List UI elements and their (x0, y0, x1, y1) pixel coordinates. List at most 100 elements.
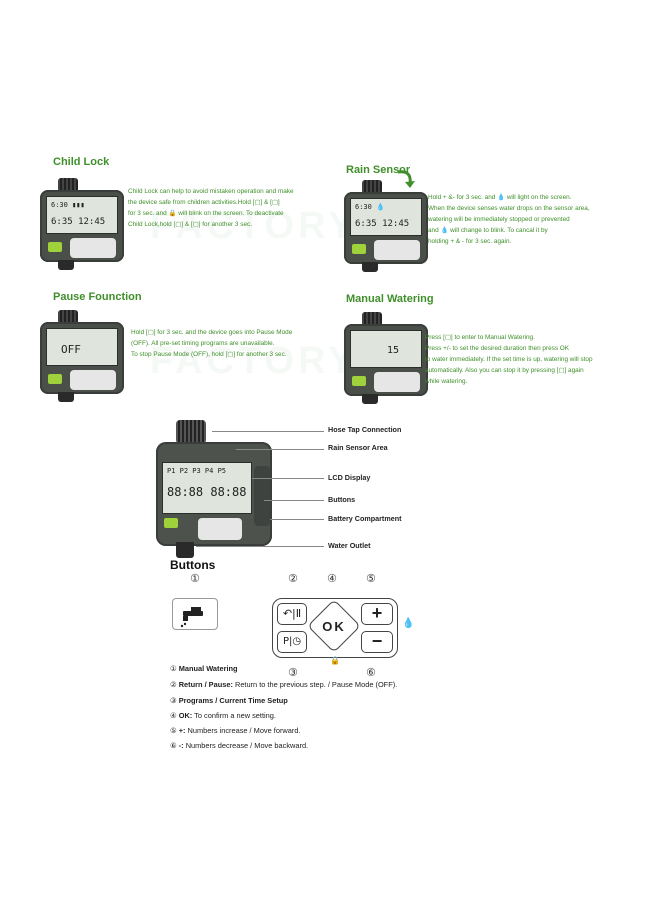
device-child-lock: 6:30 ▮▮▮ 6:35 12:45 (40, 178, 124, 270)
hose-tap (176, 420, 206, 444)
text-line: watering will be immediately stopped or … (428, 216, 570, 223)
hose-tap (58, 178, 78, 192)
lcd-manual-text: 15 (387, 345, 400, 356)
programs-time-button[interactable]: P|◷ (277, 631, 307, 653)
button-panel[interactable] (70, 238, 116, 258)
label-outlet: Water Outlet (328, 541, 371, 550)
text-line: Press [▢] to enter to Manual Watering. (425, 334, 535, 341)
legend-item: ② Return / Pause: Return to the previous… (170, 680, 398, 689)
lcd-screen: OFF (46, 328, 118, 366)
device-body: 15 (344, 324, 428, 396)
num-1: ① (190, 572, 200, 585)
button-panel[interactable] (374, 240, 420, 260)
faucet-icon (180, 607, 203, 628)
legend-item: ③ Programs / Current Time Setup (170, 696, 288, 705)
callout-line (196, 546, 324, 547)
lcd-pause-text: OFF (61, 343, 81, 356)
device-diagram: P1 P2 P3 P4 P5 88:88 88:88 (156, 420, 276, 558)
device-body: OFF (40, 322, 124, 394)
text-line: automatically. Also you can stop it by p… (425, 367, 584, 374)
lcd-text: 6:30 ▮▮▮ (51, 201, 85, 209)
watermark: FACTORY (150, 340, 358, 382)
button-panel[interactable] (70, 370, 116, 390)
text-line: When the device senses water drops on th… (428, 205, 590, 212)
legend-item: ⑤ +: Numbers increase / Move forward. (170, 726, 301, 735)
lcd-text: 6:35 12:45 (51, 217, 106, 227)
lcd-text: 6:30 💧 (355, 203, 385, 211)
hose-tap (362, 180, 382, 194)
water-outlet (362, 394, 378, 404)
text-line: Hold + &- for 3 sec. and 💧 will light on… (428, 194, 572, 201)
device-rain-sensor: 6:30 💧 6:35 12:45 (344, 180, 428, 272)
battery-compartment (254, 466, 270, 526)
buttons-title: Buttons (170, 558, 216, 572)
legend-item: ④ OK: To confirm a new setting. (170, 711, 276, 720)
lcd-segment: 88:88 88:88 (167, 485, 247, 499)
num-2: ② (288, 572, 298, 585)
lcd-text: 6:35 12:45 (355, 219, 410, 229)
manual-button[interactable] (352, 244, 366, 254)
watermark: FACTORY (150, 205, 358, 247)
label-hose-tap: Hose Tap Connection (328, 425, 402, 434)
water-outlet (58, 260, 74, 270)
manual-watering-button[interactable] (172, 598, 218, 630)
lcd-screen: 6:30 ▮▮▮ 6:35 12:45 (46, 196, 118, 234)
device-body: 6:30 💧 6:35 12:45 (344, 192, 428, 264)
hose-tap (362, 312, 382, 326)
device-body: P1 P2 P3 P4 P5 88:88 88:88 (156, 442, 272, 546)
lcd-screen: P1 P2 P3 P4 P5 88:88 88:88 (162, 462, 252, 514)
button-panel[interactable] (374, 372, 420, 392)
device-manual: 15 (344, 312, 428, 404)
manual-button[interactable] (164, 518, 178, 528)
pause-title: Pause Founction (53, 291, 142, 303)
text-line: holding + & - for 3 sec. again. (428, 238, 512, 245)
label-lcd: LCD Display (328, 473, 371, 482)
rain-drop-icon: 💧 (402, 618, 415, 629)
rain-sensor-description: Hold + &- for 3 sec. and 💧 will light on… (428, 192, 590, 247)
plus-button[interactable]: + (361, 603, 393, 625)
text-line: and 💧 will change to blink. To cancal it… (428, 227, 548, 234)
lock-icon: 🔒 (330, 656, 340, 665)
legend-item: ⑥ -: Numbers decrease / Move backward. (170, 741, 309, 750)
label-battery: Battery Compartment (328, 514, 402, 523)
minus-button[interactable]: − (361, 631, 393, 653)
legend-item: ① Manual Watering (170, 664, 238, 673)
callout-line (264, 500, 324, 501)
text-line: (OFF). All pre-set timing programs are u… (131, 340, 275, 347)
device-pause: OFF (40, 310, 124, 402)
text-line: To stop Pause Mode (OFF), hold [▢] for a… (131, 351, 287, 358)
label-buttons: Buttons (328, 495, 356, 504)
button-panel-diagram: ↶|Ⅱ P|◷ OK + − (272, 598, 398, 658)
label-rain-sensor: Rain Sensor Area (328, 443, 388, 452)
text-line: Child Lock can help to avoid mistaken op… (128, 188, 294, 195)
child-lock-title: Child Lock (53, 156, 110, 168)
lcd-screen: 6:30 💧 6:35 12:45 (350, 198, 422, 236)
text-line: to water immediately. If the set time is… (425, 356, 593, 363)
water-outlet (176, 542, 194, 558)
manual-button[interactable] (48, 374, 62, 384)
manual-button[interactable] (48, 242, 62, 252)
water-outlet (58, 392, 74, 402)
num-4: ④ (327, 572, 337, 585)
ok-label: OK (322, 619, 346, 634)
button-panel[interactable] (198, 518, 242, 540)
text-line: Press +/- to set the desired duration th… (425, 345, 570, 352)
callout-line (252, 478, 324, 479)
num-6: ⑥ (366, 666, 376, 679)
child-lock-description: Child Lock can help to avoid mistaken op… (128, 186, 294, 230)
callout-line (212, 431, 324, 432)
hose-tap (58, 310, 78, 324)
lcd-screen: 15 (350, 330, 422, 368)
water-outlet (362, 262, 378, 272)
text-line: while watering. (425, 378, 468, 385)
manual-button[interactable] (352, 376, 366, 386)
lcd-segment: P1 P2 P3 P4 P5 (167, 467, 227, 475)
callout-line (236, 449, 324, 450)
rain-sensor-title: Rain Sensor (346, 164, 411, 176)
manual-watering-description: Press [▢] to enter to Manual Watering. P… (425, 332, 593, 387)
return-pause-button[interactable]: ↶|Ⅱ (277, 603, 307, 625)
device-body: 6:30 ▮▮▮ 6:35 12:45 (40, 190, 124, 262)
pause-description: Hold [▢] for 3 sec. and the device goes … (131, 327, 292, 360)
num-3: ③ (288, 666, 298, 679)
num-5: ⑤ (366, 572, 376, 585)
